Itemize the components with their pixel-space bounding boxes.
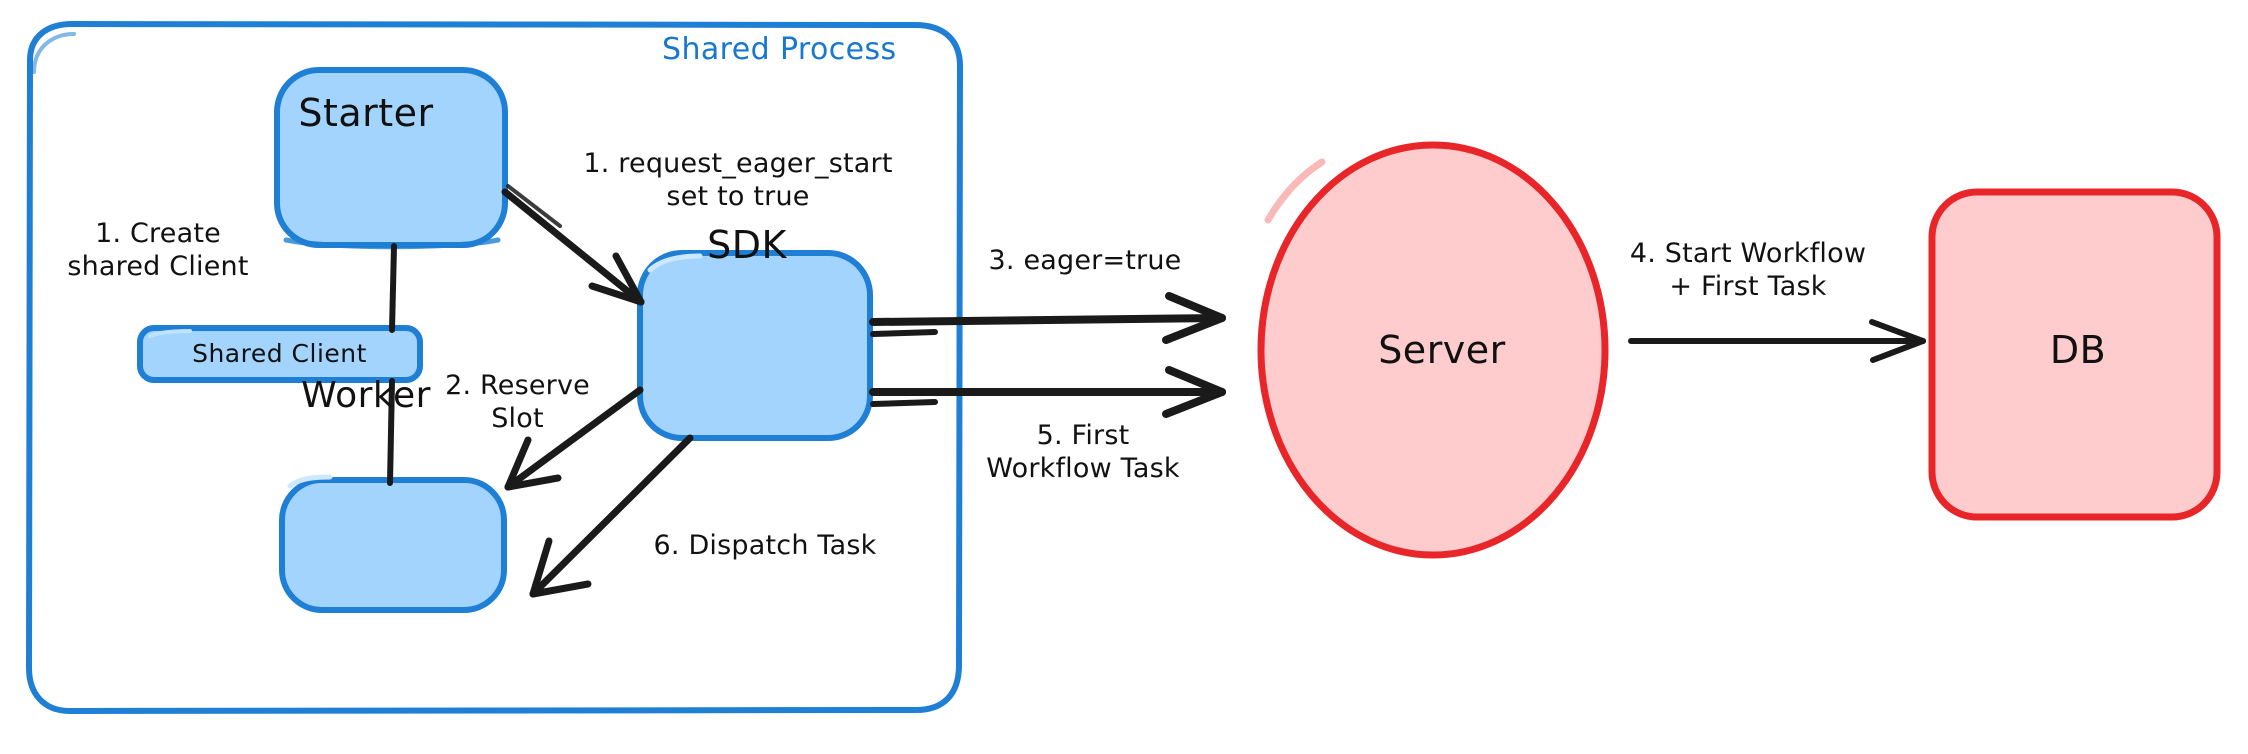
arrow-head-barb-b <box>529 537 553 598</box>
sdk-shape <box>637 250 873 441</box>
server-sketch-stroke <box>1398 143 1439 151</box>
server-sketch-highlight <box>1264 158 1326 224</box>
shared-client-shape <box>137 325 423 383</box>
edge-label-request-eager-start: 1. request_eager_start set to true <box>583 148 893 212</box>
group-border-sketch <box>32 32 76 74</box>
arrow-head-barb-a <box>1165 366 1226 396</box>
edge-line <box>504 386 644 491</box>
group-shared-process[interactable] <box>25 20 964 715</box>
arrow-head-barb-a <box>1869 319 1926 344</box>
node-worker[interactable] <box>279 474 507 613</box>
server-shape <box>1257 141 1609 559</box>
edge-start-workflow[interactable] <box>1628 319 1926 363</box>
edge-line <box>869 314 1226 326</box>
edge-sketch-stroke <box>870 329 938 337</box>
arrow-head-barb-a <box>1165 292 1226 322</box>
node-shared-client[interactable] <box>137 325 423 383</box>
group-border <box>25 20 964 715</box>
arrow-head-barb-b <box>504 436 532 491</box>
worker-sketch-stroke <box>287 474 333 489</box>
edge-sketch-stroke <box>870 399 938 407</box>
sdk-sketch-stroke <box>647 253 703 273</box>
node-server[interactable] <box>1257 141 1609 559</box>
arrow-head-barb-b <box>1870 338 1926 363</box>
edge-request-eager-start[interactable] <box>501 184 645 306</box>
edge-label-reserve-slot: 2. Reserve Slot <box>445 370 590 434</box>
edge-sketch-stroke <box>506 184 562 228</box>
edge-label-first-workflow-task: 5. First Workflow Task <box>986 420 1180 484</box>
edge-dispatch-task[interactable] <box>529 434 694 598</box>
db-shape <box>1928 188 2221 521</box>
edge-line <box>529 434 694 598</box>
edge-label-start-workflow: 4. Start Workflow + First Task <box>1629 238 1867 302</box>
arrow-head-barb-b <box>1162 388 1226 418</box>
edge-create-shared-client[interactable] <box>387 243 397 486</box>
edge-line-sharedclient-worker <box>387 378 395 486</box>
arrow-head-barb-a <box>504 474 562 491</box>
edge-reserve-slot[interactable] <box>504 386 644 491</box>
node-sdk[interactable] <box>637 250 873 441</box>
edge-line-starter-sharedclient <box>389 243 397 333</box>
edge-line <box>501 188 645 306</box>
edge-first-workflow-task[interactable] <box>869 366 1226 418</box>
arrow-head-barb-b <box>1162 314 1226 344</box>
arrow-head-barb-a <box>529 580 592 598</box>
node-db[interactable] <box>1928 188 2221 521</box>
worker-shape <box>279 477 507 613</box>
arrow-head-barb-b <box>612 252 645 306</box>
edge-label-create-shared-client: 1. Create shared Client <box>67 218 249 282</box>
edge-label-dispatch-task: 6. Dispatch Task <box>653 530 877 561</box>
starter-shape <box>274 67 508 248</box>
node-starter[interactable] <box>274 67 508 250</box>
shared-client-sketch-stroke <box>148 329 192 338</box>
arrow-head-barb-a <box>588 282 645 306</box>
edge-label-eager-true: 3. eager=true <box>988 245 1182 276</box>
group-title-shared-process: Shared Process <box>662 32 897 67</box>
edge-eager-true[interactable] <box>869 292 1226 344</box>
